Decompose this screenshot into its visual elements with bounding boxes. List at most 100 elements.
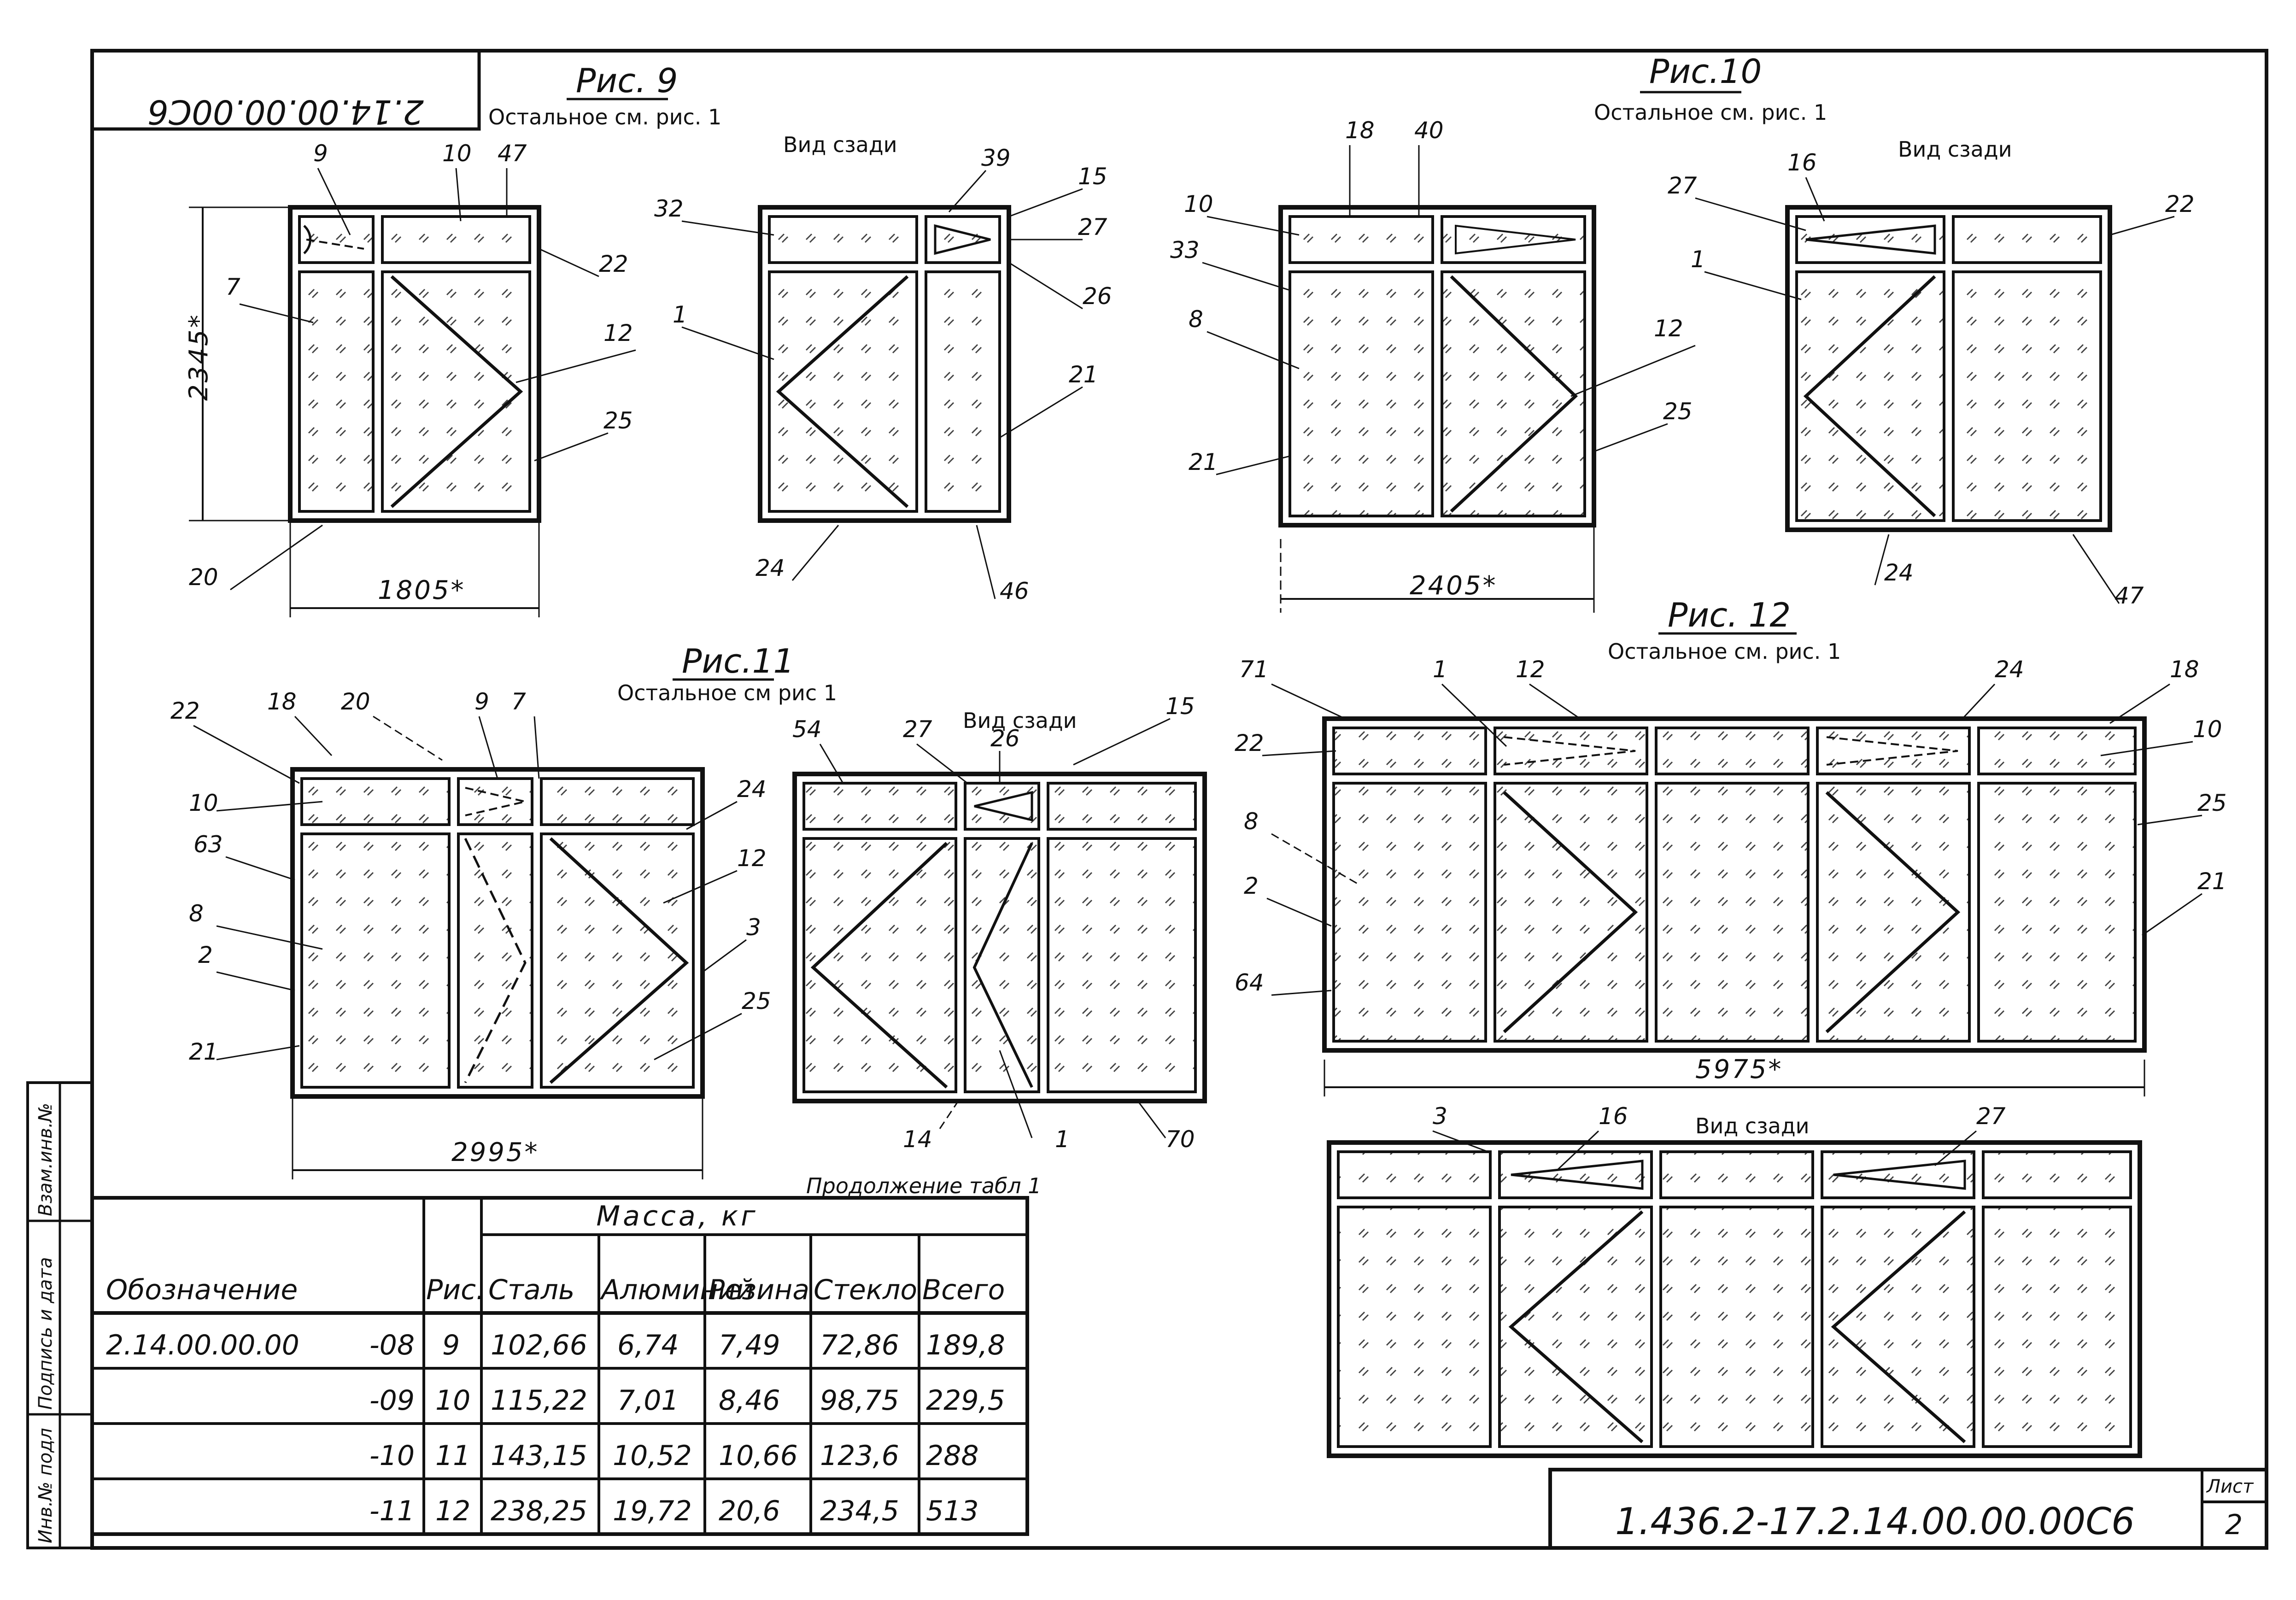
fig12-label: 2 (1244, 873, 1259, 899)
fig12-rear-window (1327, 1140, 2142, 1458)
fig11-subtitle: Остальное см рис 1 (617, 680, 837, 705)
fig12-label: 24 (1995, 656, 2024, 683)
fig11-label: 54 (792, 716, 822, 743)
fig12-label: 16 (1599, 1103, 1628, 1130)
fig9-label: 21 (1069, 361, 1098, 388)
fig12-label: 8 (1244, 808, 1259, 835)
fig12-front-window (1322, 716, 2147, 1053)
fig10-label: 1 (1691, 246, 1705, 273)
sheet-border (90, 49, 2268, 1550)
fig11-label: 27 (903, 716, 932, 743)
fig9-label: 7 (226, 274, 240, 300)
cell-steel: 143,15 (491, 1440, 587, 1472)
fig11-label: 15 (1166, 693, 1195, 720)
side-stamp-inventory: Инв.№ подл (35, 1428, 56, 1543)
table-group-header: Масса, кг (596, 1200, 758, 1232)
fig12-rear-view: Вид сзади (1695, 1114, 1810, 1138)
side-stamp-signature: Подпись и дата (35, 1257, 56, 1410)
col-header: Рис. (426, 1274, 485, 1306)
cell-rubber: 8,46 (719, 1384, 780, 1417)
cell-total: 189,8 (926, 1329, 1005, 1361)
fig12-label: 71 (1239, 656, 1269, 683)
figure-12: Рис. 12 Остальное см. рис. 1 Вид сзади 5… (1235, 596, 2227, 1458)
fig11-label: 25 (742, 988, 771, 1014)
col-header: Алюминий (599, 1274, 754, 1306)
title-stamp: 1.436.2-17.2.14.00.00.00С6 Лист 2 (1548, 1468, 2268, 1550)
fig10-label: 47 (2114, 582, 2144, 609)
fig11-label: 9 (474, 688, 489, 715)
fig9-subtitle: Остальное см. рис. 1 (488, 105, 721, 129)
fig11-dim-width: 2995* (451, 1137, 539, 1167)
fig11-label: 26 (990, 725, 1020, 752)
sheet-number: 2 (2225, 1509, 2243, 1541)
table-caption: Продолжение табл 1 (806, 1173, 1042, 1198)
fig11-label: 7 (511, 688, 526, 715)
cell-glass: 123,6 (820, 1440, 899, 1472)
fig11-label: 12 (737, 845, 767, 872)
fig11-label: 24 (737, 776, 767, 803)
fig11-label: 70 (1166, 1126, 1195, 1153)
mirrored-code-box: 2.14.00.00.00С6 (90, 49, 481, 131)
cell-steel: 238,25 (491, 1495, 587, 1527)
fig10-label: 18 (1345, 117, 1375, 144)
cell-suffix: -10 (369, 1440, 415, 1472)
fig11-label: 63 (193, 831, 223, 858)
fig9-label: 26 (1083, 283, 1112, 310)
fig11-title: Рис.11 (682, 642, 794, 680)
fig12-label: 64 (1235, 969, 1264, 996)
fig11-label: 20 (341, 688, 370, 715)
fig11-label: 14 (903, 1126, 932, 1153)
fig9-label: 9 (313, 140, 328, 167)
fig9-label: 20 (189, 564, 218, 591)
fig12-subtitle: Остальное см. рис. 1 (1608, 639, 1841, 664)
fig10-title: Рис.10 (1649, 52, 1762, 91)
cell-total: 288 (926, 1440, 979, 1472)
fig11-rear-view: Вид сзади (963, 708, 1077, 733)
fig12-label: 12 (1516, 656, 1545, 683)
cell-designation: 2.14.00.00.00 (106, 1329, 299, 1361)
table-row: -10 11 143,15 10,52 10,66 123,6 288 (369, 1440, 979, 1472)
figure-10: Рис.10 Остальное см. рис. 1 Вид сзади 24… (1170, 52, 2195, 613)
cell-steel: 115,22 (491, 1384, 587, 1417)
fig11-label: 21 (189, 1038, 218, 1065)
fig9-label: 27 (1078, 214, 1107, 240)
cell-suffix: -09 (369, 1384, 415, 1417)
cell-fig: 10 (435, 1384, 470, 1417)
fig9-label: 39 (981, 145, 1011, 171)
cell-glass: 98,75 (820, 1384, 899, 1417)
fig10-subtitle: Остальное см. рис. 1 (1594, 100, 1827, 125)
cell-steel: 102,66 (491, 1329, 587, 1361)
fig9-dim-height: 2345* (184, 313, 214, 401)
sheet-label: Лист (2206, 1476, 2254, 1497)
fig12-label: 10 (2193, 716, 2222, 743)
col-header: Резина (708, 1274, 809, 1306)
fig10-label: 12 (1654, 315, 1683, 342)
fig12-label: 21 (2197, 868, 2227, 895)
cell-fig: 11 (435, 1440, 470, 1472)
fig9-label: 46 (1000, 578, 1029, 604)
fig10-label: 22 (2165, 191, 2195, 217)
table-row: -11 12 238,25 19,72 20,6 234,5 513 (369, 1495, 979, 1527)
cell-fig: 9 (442, 1329, 460, 1361)
mass-table: Продолжение табл 1 Масса, кг Обозначение… (90, 1173, 1042, 1536)
col-header: Стекло (814, 1274, 917, 1306)
fig12-title: Рис. 12 (1668, 596, 1791, 634)
mirrored-code: 2.14.00.00.00С6 (147, 93, 424, 131)
fig10-dim-width: 2405* (1410, 571, 1498, 601)
fig9-label: 32 (654, 195, 684, 222)
fig11-label: 22 (170, 697, 200, 724)
fig10-front-window (1278, 205, 1596, 527)
fig12-label: 18 (2170, 656, 2199, 683)
fig10-label: 33 (1170, 237, 1200, 264)
fig12-label: 27 (1976, 1103, 2006, 1130)
fig10-label: 10 (1184, 191, 1213, 217)
fig9-front-window (288, 205, 541, 523)
figure-11: Рис.11 Остальное см рис 1 Вид сзади 2995… (170, 642, 1207, 1179)
fig11-label: 10 (189, 790, 218, 816)
cell-total: 513 (926, 1495, 979, 1527)
fig12-dim-width: 5975* (1695, 1055, 1783, 1084)
fig10-label: 24 (1884, 559, 1914, 586)
fig11-label: 1 (1055, 1126, 1070, 1153)
cell-aluminum: 7,01 (617, 1384, 679, 1417)
